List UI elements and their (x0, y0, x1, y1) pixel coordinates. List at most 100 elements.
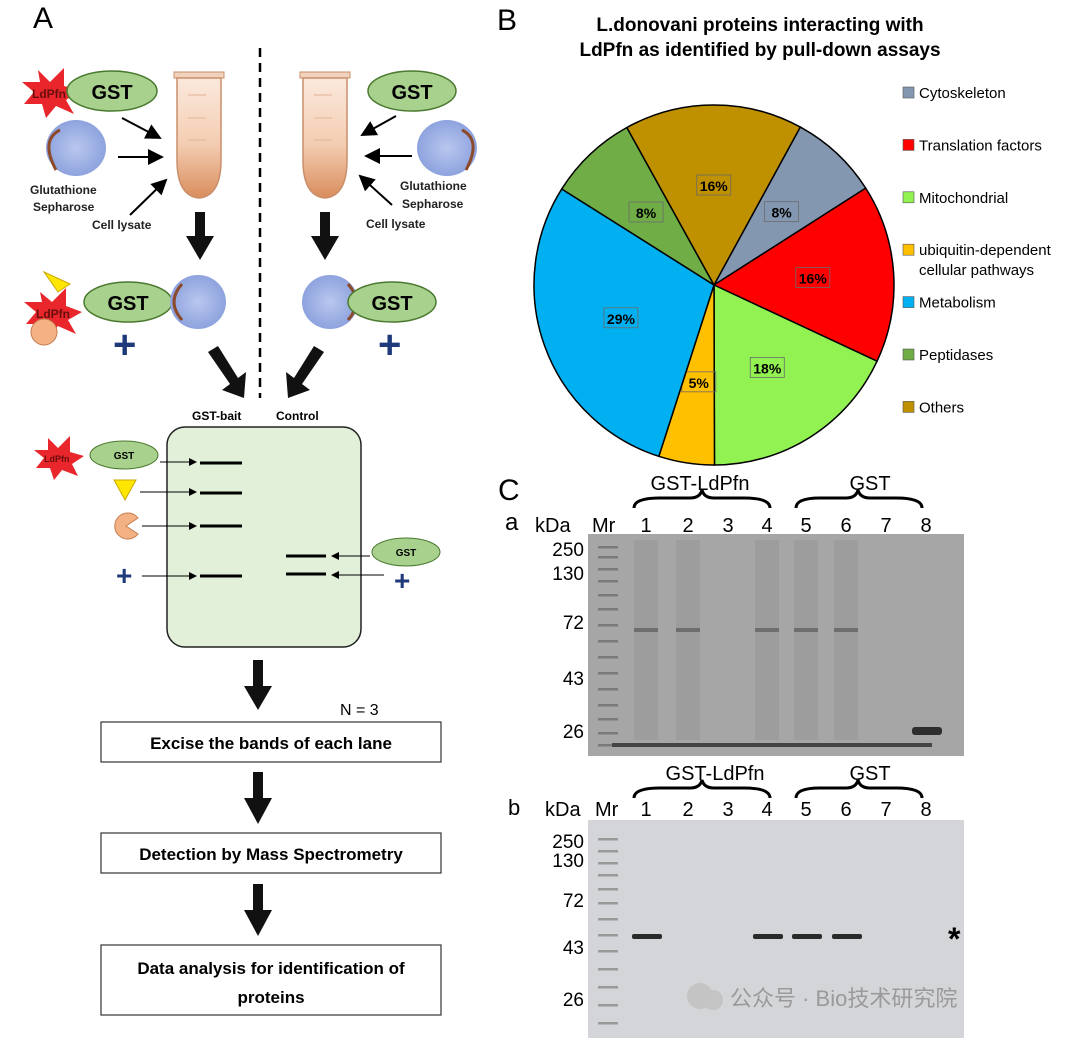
marker-label: 43 (563, 938, 584, 959)
slice-label-box (764, 201, 799, 223)
lane-number: 6 (840, 799, 851, 821)
ladder-band (598, 838, 618, 841)
marker-label: 72 (563, 891, 584, 912)
watermark-text: 公众号 · Bio技术研究院 (730, 986, 957, 1011)
svg-text:Data analysis for identificati: Data analysis for identification of (137, 959, 405, 978)
down-arrow-icon (244, 884, 272, 936)
gel-band (834, 628, 858, 632)
chart-title-line2: LdPfn as identified by pull-down assays (579, 40, 940, 61)
svg-text:Mr: Mr (595, 799, 619, 821)
legend-label: Mitochondrial (919, 190, 1008, 207)
slice-label: 5% (689, 375, 710, 391)
svg-text:LdPfn: LdPfn (44, 454, 70, 464)
svg-text:Mr: Mr (592, 515, 616, 537)
lane-smear (755, 540, 779, 740)
ladder-band (598, 862, 618, 865)
complex-left: LdPfn GST + (24, 270, 226, 367)
gel-b-image (588, 820, 964, 1038)
lane-number: 7 (880, 515, 891, 537)
svg-text:Cell lysate: Cell lysate (366, 217, 426, 231)
lane-number: 5 (800, 515, 811, 537)
svg-text:+: + (394, 565, 410, 596)
legend-label: Translation factors (919, 137, 1042, 154)
svg-text:+: + (113, 323, 136, 367)
legend-label: Metabolism (919, 295, 996, 312)
gel-band (676, 628, 700, 632)
legend-label: Peptidases (919, 347, 993, 364)
panel-letter-c: C (498, 474, 520, 507)
brace-icon (632, 489, 772, 509)
ladder-band (598, 640, 618, 643)
triangle-protein-icon (113, 479, 137, 502)
svg-text:Glutathione: Glutathione (400, 179, 467, 193)
gst-label: GST (91, 82, 132, 104)
arrow-icon (208, 346, 246, 398)
arrow-icon (286, 346, 324, 398)
lane-number: 7 (880, 799, 891, 821)
step-box-excise (100, 721, 442, 763)
svg-text:proteins: proteins (237, 988, 304, 1007)
tube-left (173, 71, 225, 199)
ladder-band (598, 1022, 618, 1025)
svg-text:kDa: kDa (545, 799, 581, 821)
ladder-band (598, 568, 618, 571)
down-arrow-icon (186, 212, 214, 260)
ladder-band (598, 624, 618, 627)
legend-label: Cytoskeleton (919, 85, 1006, 102)
slice-label-box (795, 267, 831, 288)
ladder-band (598, 1004, 618, 1007)
slice-label: 16% (799, 271, 828, 287)
legend-swatch (902, 401, 915, 413)
ladder-band (598, 556, 618, 559)
pie-chart: 8%16%18%5%29%8%16% (533, 104, 895, 466)
slice-label: 16% (700, 178, 729, 194)
glutathione-bead-left: Glutathione Sepharose Cell lysate (30, 120, 152, 232)
svg-text:GST-bait: GST-bait (192, 409, 241, 423)
svg-text:Detection by Mass Spectrometry: Detection by Mass Spectrometry (139, 845, 403, 864)
lane-smear (794, 540, 818, 740)
marker-label: 26 (563, 722, 584, 743)
svg-text:GST: GST (391, 82, 432, 104)
legend-label: ubiquitin-dependent (919, 242, 1052, 259)
ladder-band (598, 986, 618, 989)
ladder-band (598, 732, 618, 735)
ladder-band (598, 546, 618, 549)
brace-icon (794, 489, 924, 509)
marker-label: 250 (552, 540, 584, 561)
legend-label: Others (919, 399, 964, 416)
watermark: 公众号 · Bio技术研究院 (687, 983, 957, 1011)
marker-label: 250 (552, 832, 584, 853)
pie-slice-mitochondrial (713, 283, 879, 466)
gel-legend-ldpfn-gst: LdPfn GST (34, 436, 159, 480)
legend-swatch (902, 86, 915, 99)
svg-text:GST: GST (849, 763, 890, 785)
svg-text:+: + (116, 560, 132, 591)
gel-band (794, 628, 818, 632)
ladder-band (598, 934, 618, 937)
ladder-band (598, 744, 618, 747)
lane-smear (634, 540, 658, 740)
step-box-data-analysis (100, 944, 442, 1016)
legend-swatch (902, 296, 915, 308)
ladder-band (598, 888, 618, 891)
ladder-band (598, 608, 618, 611)
svg-text:GST: GST (114, 451, 135, 462)
marker-label: 43 (563, 669, 584, 690)
ladder-band (598, 918, 618, 921)
gel-band (792, 934, 822, 939)
legend-swatch (902, 191, 915, 204)
svg-text:Control: Control (276, 409, 319, 423)
slice-label: 18% (753, 360, 782, 376)
pie-slice-peptidases (560, 126, 715, 286)
down-arrow-icon (244, 772, 272, 824)
svg-text:GST: GST (371, 293, 412, 315)
slice-label: 29% (607, 311, 636, 327)
svg-text:Cell lysate: Cell lysate (92, 218, 152, 232)
gel-band-gst (912, 727, 942, 735)
gel-band (755, 628, 779, 632)
lane-number: 8 (920, 515, 931, 537)
lane-number: 3 (722, 799, 733, 821)
